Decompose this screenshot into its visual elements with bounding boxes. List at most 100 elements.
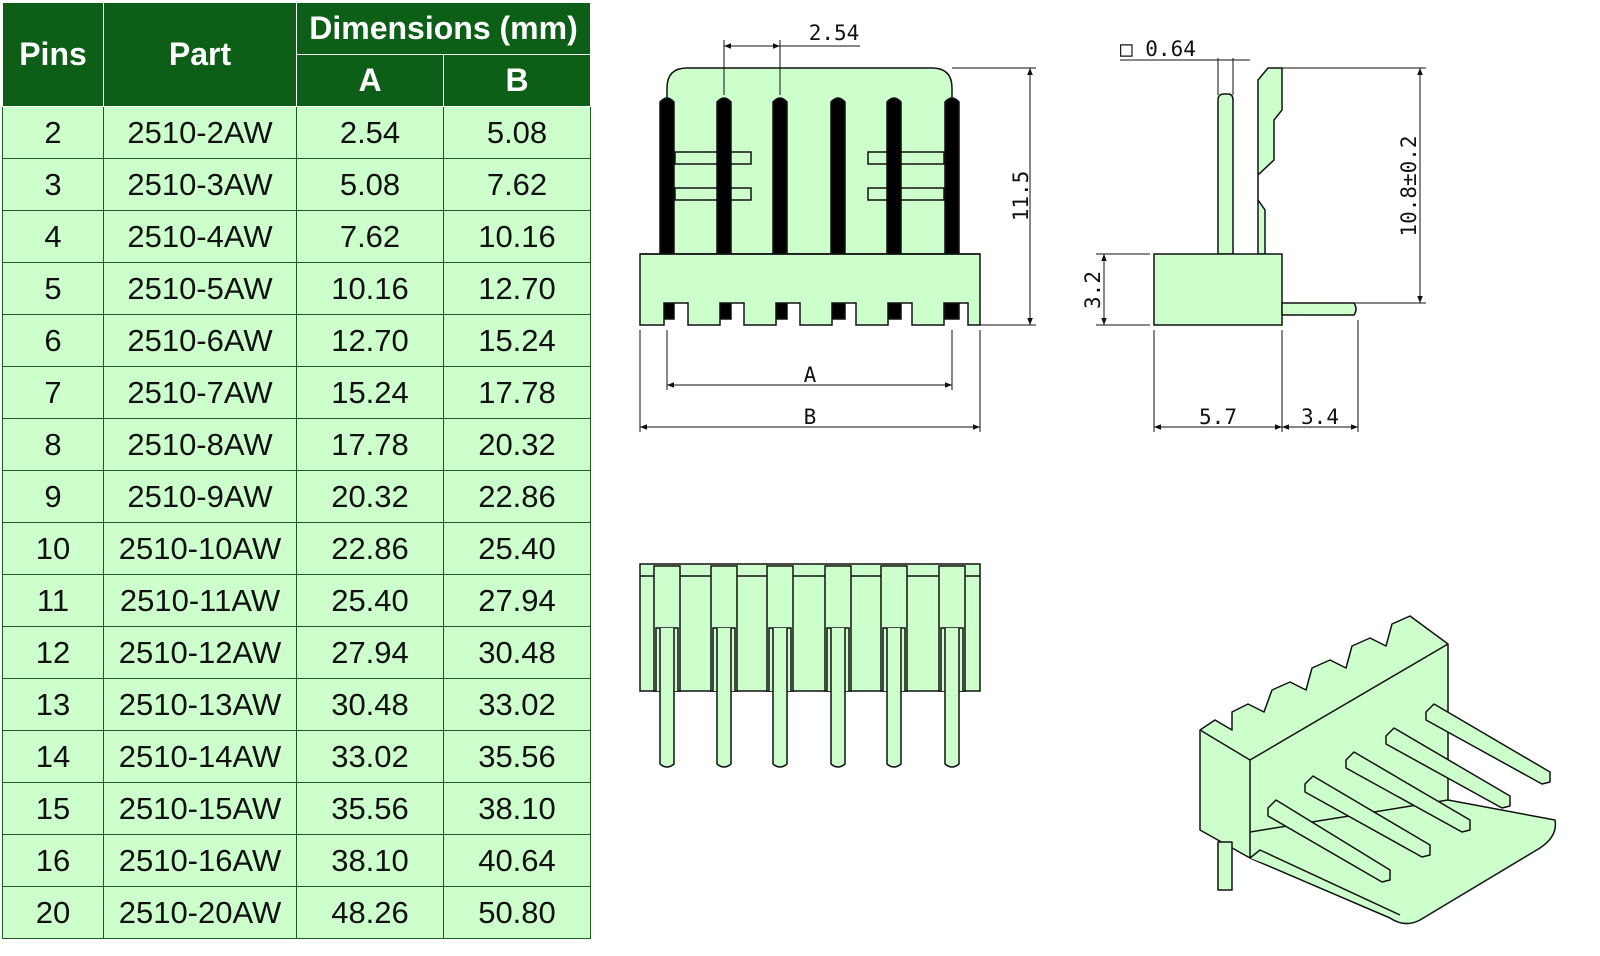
dim-a-label: A [804,363,817,387]
cell-b: 33.02 [443,678,591,731]
cell-b: 35.56 [443,730,591,783]
front-pin [772,97,788,254]
front-pin [830,97,846,254]
cell-b: 12.70 [443,262,591,315]
front-pin [716,97,732,254]
cell-a: 38.10 [296,834,444,887]
header-pins: Pins [2,2,104,107]
bottom-pin [772,628,788,768]
cell-part: 2510-20AW [103,886,297,939]
cell-pins: 15 [2,782,104,835]
iso-pins [1217,703,1551,891]
front-pin-foot [944,302,960,320]
cell-a: 7.62 [296,210,444,263]
dim-b-label: B [804,405,817,429]
side-view [1153,67,1357,326]
cell-b: 10.16 [443,210,591,263]
depth-label: 5.7 [1199,405,1237,429]
cell-b: 15.24 [443,314,591,367]
cell-b: 5.08 [443,106,591,159]
cell-pins: 20 [2,886,104,939]
cell-b: 38.10 [443,782,591,835]
cell-part: 2510-6AW [103,314,297,367]
cell-pins: 3 [2,158,104,211]
cell-part: 2510-15AW [103,782,297,835]
cell-a: 30.48 [296,678,444,731]
cell-part: 2510-8AW [103,418,297,471]
cell-a: 35.56 [296,782,444,835]
header-b: B [443,54,591,107]
bottom-pin [944,628,960,768]
pin-length-label: 3.4 [1301,405,1339,429]
cell-pins: 7 [2,366,104,419]
cell-a: 10.16 [296,262,444,315]
front-pins [659,97,960,320]
cell-pins: 5 [2,262,104,315]
front-pin-foot [886,302,902,320]
front-pin [944,97,960,254]
cell-pins: 10 [2,522,104,575]
header-a: A [296,54,444,107]
cell-part: 2510-10AW [103,522,297,575]
cell-pins: 2 [2,106,104,159]
cell-b: 30.48 [443,626,591,679]
bottom-pin [716,628,732,768]
cell-b: 27.94 [443,574,591,627]
cell-a: 22.86 [296,522,444,575]
cell-b: 17.78 [443,366,591,419]
cell-pins: 16 [2,834,104,887]
cell-pins: 14 [2,730,104,783]
bottom-pin [659,628,675,768]
side-height-label: 10.8±0.2 [1397,135,1421,236]
pitch-label: 2.54 [809,21,860,45]
isometric-view [1199,615,1557,925]
cell-part: 2510-2AW [103,106,297,159]
bottom-pin [886,628,902,768]
cell-a: 33.02 [296,730,444,783]
base-height-label: 3.2 [1081,271,1105,309]
pin-size-label: □ 0.64 [1120,37,1196,61]
cell-b: 50.80 [443,886,591,939]
cell-pins: 6 [2,314,104,367]
cell-part: 2510-9AW [103,470,297,523]
cell-part: 2510-5AW [103,262,297,315]
front-dimension-lines [639,40,1036,432]
side-dimension-lines [1096,58,1426,432]
front-pin-foot [830,302,846,320]
bottom-pin [830,628,846,768]
bottom-view [639,563,981,768]
cell-a: 27.94 [296,626,444,679]
height-label: 11.5 [1009,171,1033,222]
front-pin [659,97,675,254]
cell-part: 2510-16AW [103,834,297,887]
cell-pins: 9 [2,470,104,523]
cell-part: 2510-7AW [103,366,297,419]
cell-b: 22.86 [443,470,591,523]
cell-pins: 8 [2,418,104,471]
front-pin [886,97,902,254]
cell-pins: 12 [2,626,104,679]
cell-a: 12.70 [296,314,444,367]
cell-a: 48.26 [296,886,444,939]
header-part: Part [103,2,297,107]
cell-part: 2510-4AW [103,210,297,263]
cell-a: 25.40 [296,574,444,627]
cell-a: 2.54 [296,106,444,159]
cell-a: 15.24 [296,366,444,419]
